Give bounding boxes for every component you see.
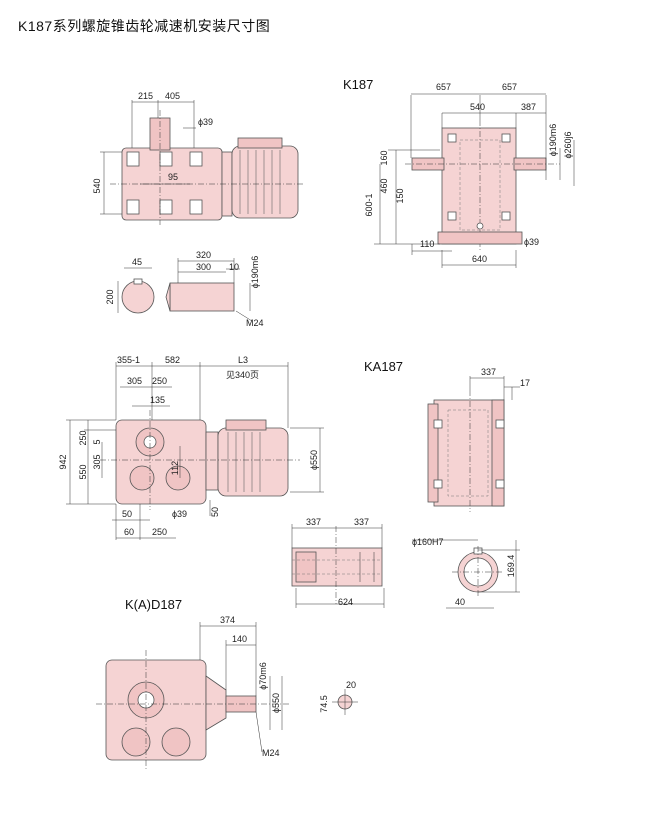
dim-250a: 250 [152,376,167,386]
dim-150: 150 [395,188,405,203]
dim-phi260: ϕ260j6 [563,131,573,158]
dim-640: 640 [472,254,487,264]
dim-582: 582 [165,355,180,365]
dim-60: 60 [124,527,134,537]
dim-phi39: ϕ39 [198,117,213,127]
dim-387: 387 [521,102,536,112]
kad187-view [96,622,358,770]
dim-phi550b: ϕ550 [271,693,281,713]
hollow-shaft-section [291,524,385,608]
dim-942: 942 [58,454,68,469]
dim-40: 40 [455,597,465,607]
dim-200: 200 [105,289,115,304]
dim-phi550: ϕ550 [309,450,319,470]
dim-112: 112 [170,461,180,475]
dim-140: 140 [232,634,247,644]
dim-phi190: ϕ190m6 [250,256,260,289]
dim-45: 45 [132,257,142,267]
dim-405: 405 [165,91,180,101]
dim-600: 600-1 [364,193,374,216]
dim-169: 169.4 [506,555,516,578]
dim-L3: L3 [238,355,248,365]
dim-5: 5 [92,439,102,444]
dim-540h: 540 [470,102,485,112]
dim-320: 320 [196,250,211,260]
dim-460: 460 [379,178,389,193]
dim-540: 540 [92,178,102,193]
dim-305a: 305 [127,376,142,386]
dim-250c: 250 [152,527,167,537]
dim-50a: 50 [122,509,132,519]
note-see-340: 见340页 [226,370,259,380]
dim-550: 550 [78,464,88,479]
dim-m24: M24 [246,318,264,328]
dim-10: 10 [229,262,239,272]
view-title-kad187: K(A)D187 [125,597,183,612]
k187-front-view [374,93,575,268]
dim-300: 300 [196,262,211,272]
dim-17: 17 [520,378,530,388]
dim-phi39b: ϕ39 [524,237,539,247]
bore-detail [412,539,520,609]
dim-phi190m6: ϕ190m6 [548,124,558,157]
dim-355: 355-1 [117,355,140,365]
dim-phi160: ϕ160H7 [412,537,444,547]
dim-74-5: 74.5 [319,695,329,713]
dim-657a: 657 [436,82,451,92]
view-title-k187: K187 [343,77,374,92]
view-title-ka187: KA187 [364,359,404,374]
ka187-front-view [427,376,520,512]
dim-215: 215 [138,91,153,101]
dim-95: 95 [168,172,178,182]
shaft-end-detail [117,258,253,322]
dim-20: 20 [346,680,356,690]
dim-m24b: M24 [262,748,280,758]
dim-337b: 337 [306,517,321,527]
dim-305b: 305 [92,454,102,469]
dim-337c: 337 [354,517,369,527]
dim-phi39c: ϕ39 [172,509,187,519]
dim-110: 110 [420,239,434,249]
dim-250b: 250 [78,430,88,445]
k187-motor-view [100,100,305,225]
dim-624: 624 [338,597,353,607]
dim-374: 374 [220,615,235,625]
page-title: K187系列螺旋锥齿轮减速机安装尺寸图 [18,18,271,34]
dim-phi70: ϕ70m6 [258,662,268,690]
ka187-motor-view [66,362,324,540]
dim-50b: 50 [210,507,220,517]
dim-160: 160 [379,150,389,165]
dim-657b: 657 [502,82,517,92]
dim-135: 135 [150,395,165,405]
dim-337a: 337 [481,367,496,377]
